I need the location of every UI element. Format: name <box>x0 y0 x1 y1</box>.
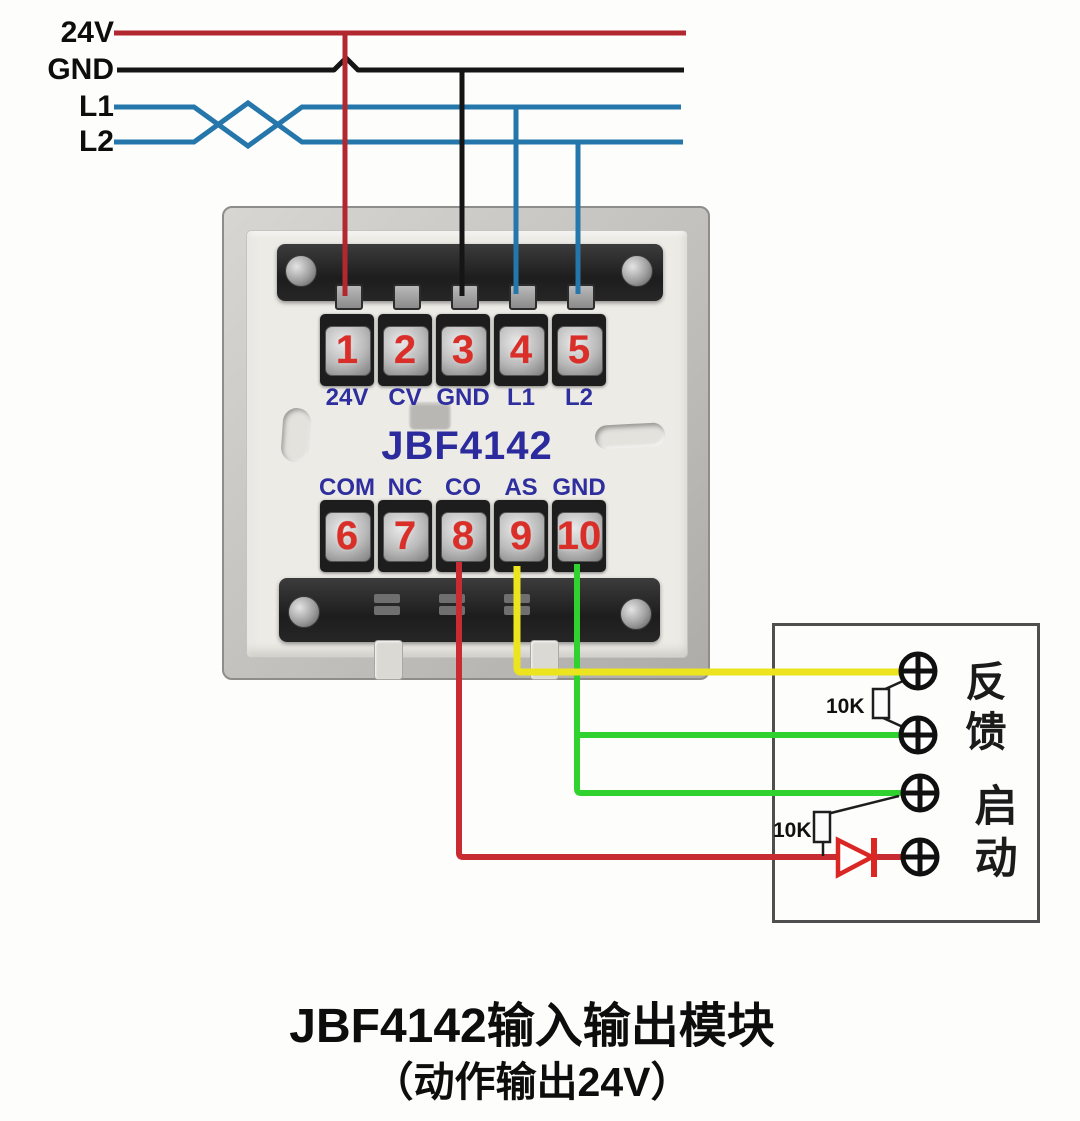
screw-icon <box>621 255 653 287</box>
label-l1-line: L1 <box>78 90 114 123</box>
screw-icon <box>288 596 320 628</box>
wire-l1 <box>114 104 681 150</box>
label-l2-line: L2 <box>78 125 114 158</box>
terminal-label-l2: L2 <box>564 384 593 411</box>
terminal-label-co: CO <box>445 474 481 501</box>
bottom-connector-strip <box>279 578 660 642</box>
resistor-value-label: 10K <box>773 819 812 842</box>
screw-plate <box>383 326 429 376</box>
screw-plate <box>383 512 429 562</box>
field-device-box <box>772 623 1040 923</box>
screw-plate <box>499 326 545 376</box>
wire-contact <box>567 284 595 310</box>
feedback-label: 反馈 <box>965 659 1007 755</box>
terminal-number: 5 <box>567 328 591 372</box>
screw-plate <box>557 512 603 562</box>
terminal-number: 4 <box>509 328 533 372</box>
terminal-2: 2 <box>378 314 432 386</box>
caption-line2: （动作输出24V） <box>372 1059 692 1105</box>
terminal-label-l1: L1 <box>506 384 535 411</box>
wire-green-gnd-out <box>574 564 901 796</box>
terminal-label-nc: NC <box>387 474 423 501</box>
resistor2-top-lead <box>826 794 900 816</box>
terminal-number: 8 <box>451 514 475 558</box>
terminal-number: 9 <box>509 514 533 558</box>
terminal-1: 1 <box>320 314 374 386</box>
module-model-title: JBF4142 <box>381 424 553 468</box>
terminal-number: 2 <box>393 328 417 372</box>
caption: JBF4142输入输出模块 （动作输出24V） <box>0 998 1064 1108</box>
screw-icon <box>620 598 652 630</box>
screw-icon <box>285 255 317 287</box>
screw-plate <box>441 512 487 562</box>
wire-contact <box>451 284 479 310</box>
resistor-value-label: 10K <box>826 695 865 718</box>
terminal-symbol-start-minus <box>900 837 940 877</box>
mounting-tab <box>374 640 403 680</box>
connector-slot <box>439 594 465 603</box>
label-gnd-line: GND <box>47 53 114 86</box>
resistor-10k-start <box>812 810 832 844</box>
terminal-number: 1 <box>335 328 359 372</box>
terminal-label-24v: 24V <box>325 384 369 411</box>
terminal-7: 7 <box>378 500 432 572</box>
screw-plate <box>499 512 545 562</box>
terminal-symbol-feedback-plus <box>898 651 938 691</box>
wire-yellow-as <box>513 566 900 676</box>
terminal-number: 7 <box>393 514 417 558</box>
terminal-10: 10 <box>552 500 606 572</box>
connector-slot <box>374 594 400 603</box>
jbf4142-module-photo: 1 2 3 4 5 24V CV GND L1 L2 JBF4142 COM N… <box>222 206 710 680</box>
terminal-number: 10 <box>556 514 602 558</box>
screw-plate <box>557 326 603 376</box>
terminal-label-gnd2: GND <box>552 474 606 501</box>
terminal-symbol-start-plus <box>900 773 940 813</box>
terminal-4: 4 <box>494 314 548 386</box>
label-24v-line: 24V <box>60 16 114 49</box>
screw-plate <box>325 512 371 562</box>
terminal-label-cv: CV <box>388 384 422 411</box>
start-label: 启动 <box>974 783 1018 883</box>
screw-plate <box>441 326 487 376</box>
caption-line1: JBF4142输入输出模块 <box>289 1000 775 1053</box>
screw-plate <box>325 326 371 376</box>
diode-triangle-icon <box>835 836 877 879</box>
wire-contact <box>335 284 363 310</box>
wire-gnd <box>117 55 684 73</box>
terminal-3: 3 <box>436 314 490 386</box>
resistor-10k-feedback <box>871 687 891 720</box>
terminal-label-as: AS <box>504 474 538 501</box>
wire-contact <box>393 284 421 310</box>
terminal-number: 6 <box>335 514 359 558</box>
terminal-5: 5 <box>552 314 606 386</box>
wire-red-co <box>456 562 838 860</box>
terminal-label-gnd: GND <box>436 384 490 411</box>
terminal-number: 3 <box>451 328 475 372</box>
terminal-6: 6 <box>320 500 374 572</box>
terminal-9: 9 <box>494 500 548 572</box>
plastic-tab <box>410 402 450 428</box>
terminal-8: 8 <box>436 500 490 572</box>
terminal-label-com: COM <box>319 474 375 501</box>
wire-l2 <box>114 99 683 145</box>
terminal-symbol-feedback-minus <box>898 715 938 755</box>
